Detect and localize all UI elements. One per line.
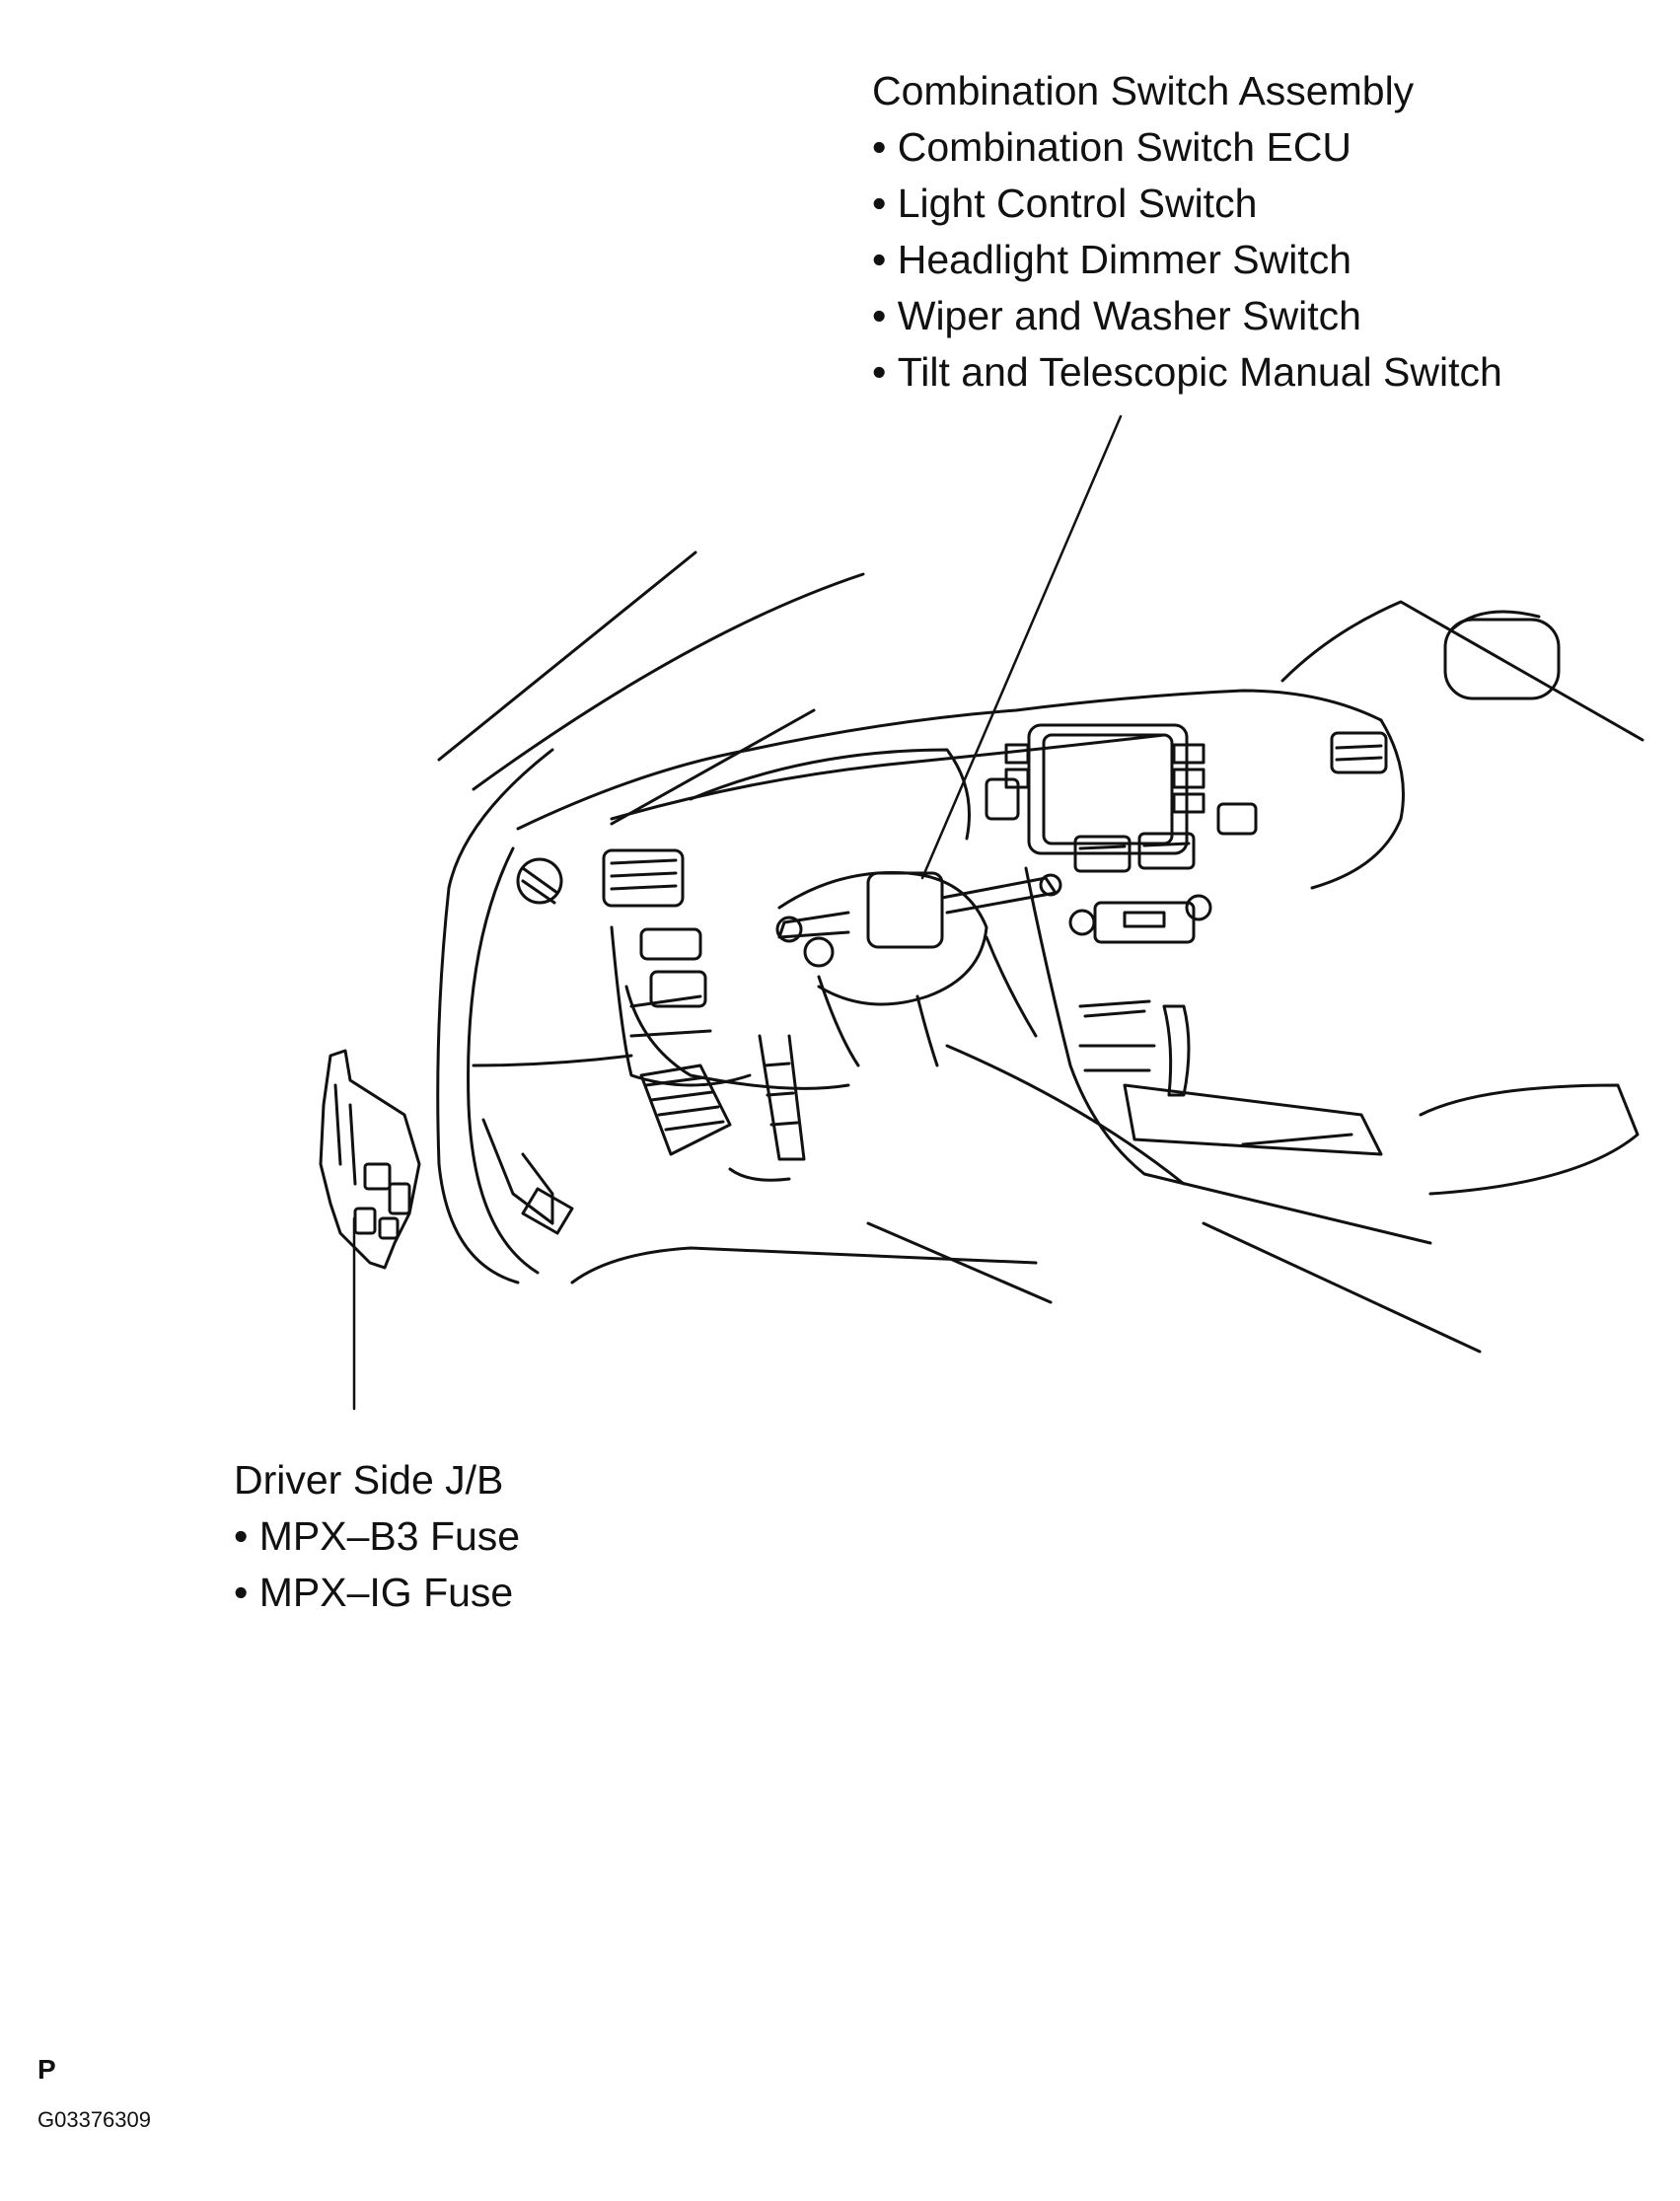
callout-item: Combination Switch ECU — [872, 119, 1502, 176]
junction-block — [321, 1051, 419, 1268]
left-vent — [604, 850, 683, 906]
center-display — [1044, 735, 1172, 844]
leader-line-combination-switch — [922, 416, 1121, 878]
combination-switch-callout: Combination Switch Assembly Combination … — [872, 63, 1502, 401]
dash-top — [518, 691, 1381, 829]
junction-block-title: Driver Side J/B — [234, 1457, 504, 1503]
right-pillar — [1282, 602, 1643, 740]
callout-item: Light Control Switch — [872, 176, 1502, 232]
figure-code: G03376309 — [37, 2107, 151, 2132]
console-side — [1026, 868, 1430, 1243]
cluster-hood — [691, 750, 970, 839]
left-round-vent — [518, 859, 561, 903]
parking-pedal — [483, 1120, 552, 1223]
switch-body — [868, 873, 942, 947]
windshield-line-inner — [612, 710, 814, 824]
callout-item: MPX–B3 Fuse — [234, 1508, 520, 1565]
right-vent — [1332, 733, 1386, 772]
callout-item: MPX–IG Fuse — [234, 1565, 520, 1621]
a-pillar — [438, 750, 552, 1283]
callout-item: Wiper and Washer Switch — [872, 288, 1502, 344]
windshield-line-mid — [474, 574, 863, 789]
door-opening — [469, 848, 538, 1273]
callout-item: Tilt and Telescopic Manual Switch — [872, 344, 1502, 401]
armrest — [1421, 1085, 1638, 1194]
combination-switch-title: Combination Switch Assembly — [872, 68, 1415, 113]
radio-unit — [1095, 903, 1194, 942]
steering-column — [779, 872, 986, 1004]
junction-block-callout: Driver Side J/B MPX–B3 Fuse MPX–IG Fuse — [234, 1452, 520, 1621]
knee-bolster — [474, 1056, 631, 1065]
shifter — [1164, 1006, 1189, 1095]
brake-pedal — [641, 1065, 730, 1154]
side-mirror — [1445, 620, 1559, 698]
callout-item: Headlight Dimmer Switch — [872, 232, 1502, 288]
wiper-stalk — [942, 878, 1056, 913]
right-dash-edge — [1312, 720, 1404, 888]
accelerator-pedal — [760, 1036, 804, 1159]
windshield-line-outer — [439, 552, 695, 760]
figure-letter: P — [37, 2054, 56, 2085]
light-stalk — [779, 913, 848, 937]
center-vent-right — [1139, 834, 1194, 868]
center-vent-left — [1075, 837, 1130, 871]
